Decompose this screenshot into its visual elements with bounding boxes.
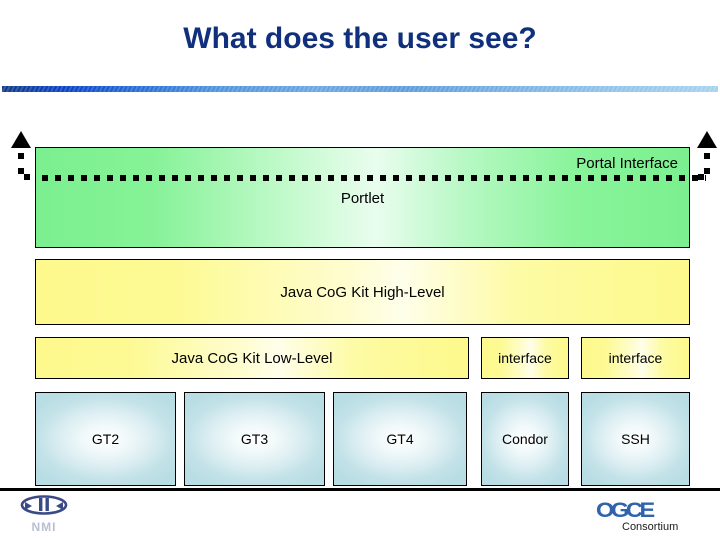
arrow-dash-2 <box>18 168 24 174</box>
portal-interface-dotted-line <box>42 175 706 181</box>
arrow-up-icon <box>697 131 717 148</box>
page-title: What does the user see? <box>183 22 537 55</box>
header-divider-texture <box>2 86 718 92</box>
nmi-circular-arrow-icon <box>20 495 68 515</box>
provider-box-gt3: GT3 <box>184 392 325 486</box>
interface-box-1: interface <box>481 337 569 379</box>
nmi-label: NMI <box>31 520 57 534</box>
ogce-logo: OGCE Consortium <box>596 500 714 536</box>
footer-divider <box>0 488 720 491</box>
nmi-logo: NMI <box>12 494 76 538</box>
arrow-dash-2 <box>704 168 710 174</box>
provider-box-ssh: SSH <box>581 392 690 486</box>
arrow-up-icon <box>11 131 31 148</box>
ogce-wordmark: OGCE <box>596 499 655 522</box>
portal-layer-box: Portal Interface Portlet <box>35 147 690 248</box>
portal-interface-label: Portal Interface <box>576 155 678 172</box>
arrow-dash-3 <box>24 174 30 180</box>
ogce-consortium-label: Consortium <box>622 521 679 533</box>
left-boundary-arrow <box>8 131 34 183</box>
arrow-dash-1 <box>704 153 710 159</box>
header-divider <box>2 86 718 92</box>
cog-kit-low-level-box: Java CoG Kit Low-Level <box>35 337 469 379</box>
provider-box-condor: Condor <box>481 392 569 486</box>
cog-kit-high-level-box: Java CoG Kit High-Level <box>35 259 690 325</box>
provider-box-gt4: GT4 <box>333 392 467 486</box>
portlet-label: Portlet <box>340 190 385 207</box>
arrow-dash-1 <box>18 153 24 159</box>
provider-box-gt2: GT2 <box>35 392 176 486</box>
interface-box-2: interface <box>581 337 690 379</box>
